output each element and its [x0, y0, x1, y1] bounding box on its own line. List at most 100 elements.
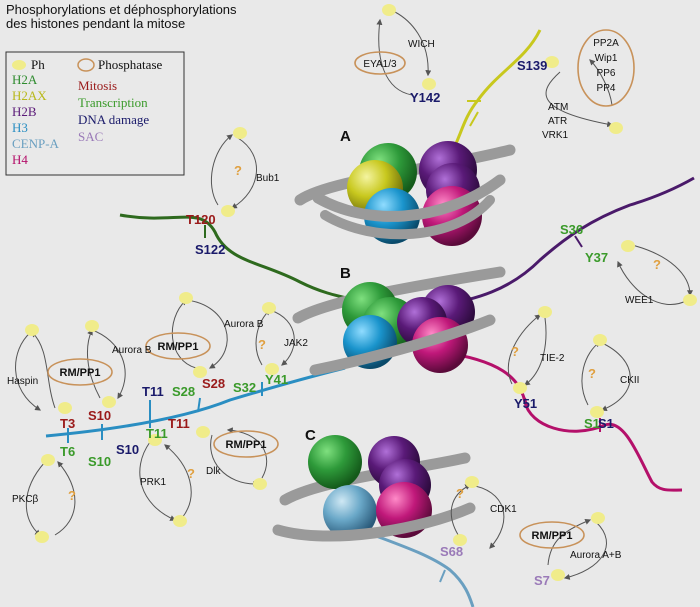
arrow-t120-q	[211, 134, 233, 206]
cenpa-sphere-c	[323, 485, 377, 539]
ph-circle	[265, 363, 279, 375]
kinase-tie2: TIE-2	[540, 353, 565, 364]
ph-circle	[196, 426, 210, 438]
arrow-s1-q	[581, 341, 601, 406]
phosphatase-rmpp1-d: RM/PP1	[532, 530, 573, 542]
ph-circle	[221, 205, 235, 217]
h2a-sphere-c1	[308, 435, 362, 489]
arrow-rmpp1-b	[171, 299, 197, 369]
site-s1-dna-damage: S1	[598, 416, 614, 431]
unknown-kinase-t6: ?	[68, 488, 76, 503]
arrow-jak2	[269, 309, 295, 366]
ph-circle	[25, 324, 39, 336]
diagram-title: Phosphorylations et déphosphorylations d…	[6, 3, 237, 31]
arrow-y37-q	[631, 244, 693, 297]
ph-circle	[382, 4, 396, 16]
ph-circle	[590, 406, 604, 418]
site-s32: S32	[233, 380, 256, 395]
ph-circle	[85, 320, 99, 332]
arrow-dlk	[210, 434, 260, 488]
site-y37: Y37	[585, 250, 608, 265]
legend-dna-damage: DNA damage	[78, 112, 149, 127]
kinase-dlk: Dlk	[206, 466, 221, 477]
site-y51: Y51	[514, 396, 537, 411]
arrow-rmpp1-c	[226, 427, 268, 479]
site-t11-transcription: T11	[146, 426, 168, 441]
kinase-vrk1: VRK1	[542, 130, 569, 141]
unknown-kinase-y37: ?	[653, 257, 661, 272]
phosphatase-ovals	[47, 29, 635, 549]
arrow-tie2	[524, 317, 547, 386]
legend-cenpa: CENP-A	[12, 136, 60, 151]
legend-mitosis: Mitosis	[78, 78, 117, 93]
ph-circle	[233, 127, 247, 139]
legend-box	[5, 51, 185, 176]
arrow-t6-q	[54, 461, 76, 536]
nucleosome-c-label: C	[305, 427, 316, 444]
legend-h2b: H2B	[12, 104, 37, 119]
kinase-aurora-b-1: Aurora B	[112, 345, 152, 356]
legend-h2ax: H2AX	[12, 88, 47, 103]
arrow-pp	[589, 59, 613, 106]
site-ticks	[67, 100, 601, 583]
arrow-s68-q	[450, 484, 472, 539]
nucleosome-b-label: B	[340, 265, 351, 282]
kinase-atm: ATM	[548, 102, 568, 113]
ph-circle	[35, 531, 49, 543]
ph-circle	[683, 294, 697, 306]
phosphatase-pp4: PP4	[597, 83, 616, 94]
nucleosome-a-label: A	[340, 128, 351, 145]
h4-tail	[439, 350, 683, 492]
ph-circle	[253, 478, 267, 490]
dna-b-front	[309, 314, 496, 376]
ph-circle	[551, 569, 565, 581]
unknown-kinase-t11: ?	[187, 466, 195, 481]
site-t11-mitosis: T11	[168, 416, 190, 431]
arrow-aurora-b1	[91, 329, 126, 400]
arrow-rmpp1-d	[547, 518, 592, 566]
arrow-y51-q	[507, 314, 541, 385]
ph-circle	[179, 292, 193, 304]
legend: Ph Phosphatase H2A H2AX H2B H3 CENP-A H4…	[5, 51, 185, 176]
site-s28-transcription: S28	[172, 384, 195, 399]
arrow-wich	[394, 11, 432, 77]
ph-circle	[41, 454, 55, 466]
arrow-bub1	[230, 137, 258, 209]
kinase-prk1: PRK1	[140, 477, 167, 488]
dna-a-front	[312, 174, 506, 222]
kinase-cdk1: CDK1	[490, 504, 517, 515]
legend-h4: H4	[12, 152, 28, 167]
kinase-aurora-b-2: Aurora B	[224, 319, 264, 330]
tick-y51	[524, 397, 529, 411]
unknown-kinase-y51: ?	[511, 344, 519, 359]
site-y41: Y41	[265, 372, 288, 387]
nucleosome-b: B	[292, 265, 506, 376]
kinase-wee1: WEE1	[625, 295, 654, 306]
site-s10-dna-damage: S10	[116, 442, 139, 457]
unknown-kinase-s1: ?	[588, 366, 596, 381]
site-s10-transcription: S10	[88, 454, 111, 469]
h2a-tail	[119, 213, 357, 302]
phosphatase-eya-oval	[354, 51, 406, 75]
site-s10-mitosis: S10	[88, 408, 111, 423]
dna-c-back	[279, 452, 471, 506]
legend-h3: H3	[12, 120, 28, 135]
legend-sac: SAC	[78, 129, 103, 144]
arrow-prk1	[139, 441, 177, 521]
site-t120: T120	[186, 212, 216, 227]
title-line-1: Phosphorylations et déphosphorylations	[6, 2, 237, 17]
site-s139: S139	[517, 58, 547, 73]
arrow-ckii	[599, 341, 631, 412]
h2ax-tail	[446, 29, 542, 161]
site-s36: S36	[560, 222, 583, 237]
phosphatase-rmpp1-b-oval	[145, 332, 211, 360]
arrow-aurora-b2	[185, 299, 228, 369]
kinase-jak2: JAK2	[284, 338, 308, 349]
tick-s139	[469, 111, 479, 127]
arrow-wee1	[617, 260, 689, 305]
phosphatase-pp6: PP6	[597, 68, 616, 79]
nucleosome-a: A	[294, 128, 516, 246]
site-s7: S7	[534, 573, 550, 588]
